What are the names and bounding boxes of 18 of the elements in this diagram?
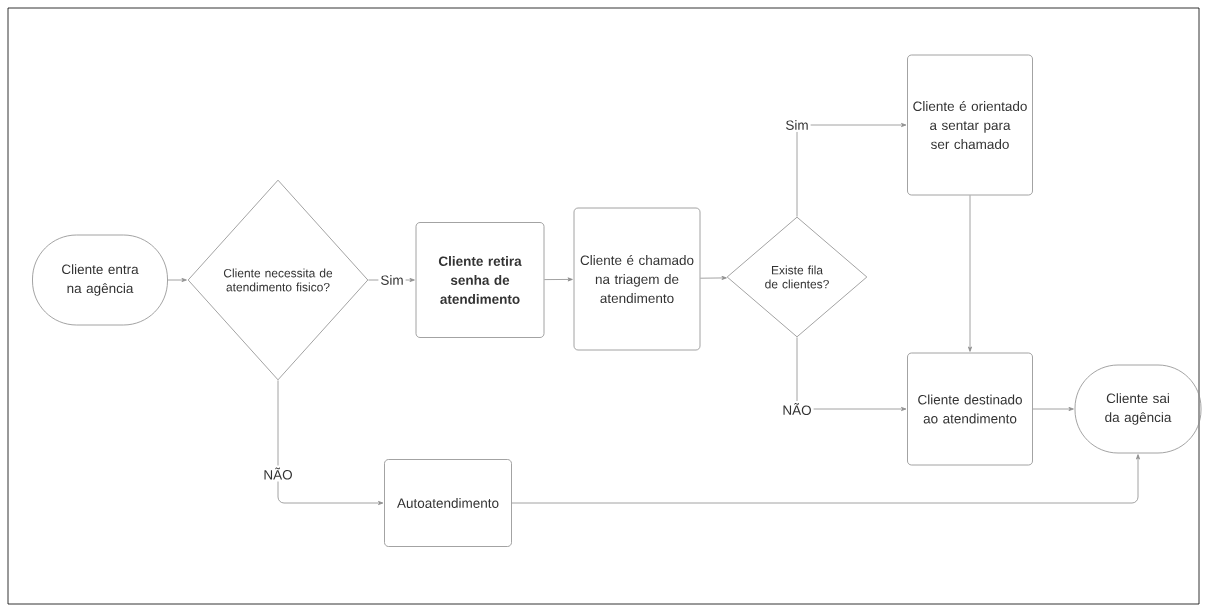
arrow <box>167 278 187 282</box>
arrow <box>511 454 1140 504</box>
arrow <box>700 275 727 280</box>
edge-label: NÃO <box>780 401 814 417</box>
arrow <box>277 380 384 505</box>
process-box: Cliente é chamado na triagem de atendimento <box>573 207 701 351</box>
arrow <box>796 123 907 217</box>
edge-label: NÃO <box>261 465 295 482</box>
process-box: Autoatendimento <box>384 459 512 547</box>
process-box: Cliente destinado ao atendimento <box>907 352 1033 466</box>
arrow <box>796 337 907 411</box>
arrow <box>544 277 573 282</box>
process-box: Cliente retira senha de atendimento <box>415 222 545 338</box>
edge-label: Sim <box>378 273 406 287</box>
process-box: Cliente é orientado a sentar para ser chamado <box>907 54 1033 196</box>
arrow <box>1032 407 1074 411</box>
edge-label: Sim <box>783 118 811 132</box>
arrow <box>968 195 972 352</box>
